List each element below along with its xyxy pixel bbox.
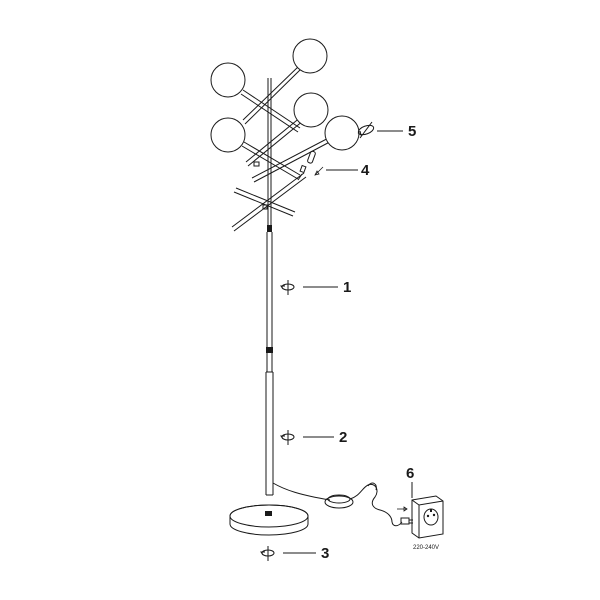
socket-cap xyxy=(253,161,260,167)
arm-2 xyxy=(242,64,303,125)
plug-icon xyxy=(400,517,410,525)
globe-shade xyxy=(293,92,329,128)
part-5-globe-twist: 5 xyxy=(357,121,416,140)
part-6-connect: 6 xyxy=(397,465,414,512)
voltage-label: 220-240V xyxy=(413,545,439,551)
part-1-rotate: 1 xyxy=(280,279,351,296)
arm-7 xyxy=(233,187,296,217)
callout-2: 2 xyxy=(339,429,347,446)
stem-section-2 xyxy=(265,353,274,496)
arm-3 xyxy=(245,111,310,167)
globe-shade xyxy=(210,117,246,153)
bulb-icon xyxy=(307,150,316,164)
lamp-base xyxy=(229,504,309,536)
globe-shade xyxy=(292,38,328,74)
foot-switch xyxy=(324,494,354,509)
globe-shade xyxy=(210,62,246,98)
callout-6: 6 xyxy=(406,465,414,482)
callout-3: 3 xyxy=(321,545,329,562)
globe-shade xyxy=(324,115,360,151)
part-4-bulb: 4 xyxy=(297,150,370,181)
callout-5: 5 xyxy=(408,123,416,140)
wall-socket: 220-240V xyxy=(411,495,444,551)
arm-4 xyxy=(241,141,301,180)
stem-section-1 xyxy=(266,232,273,350)
callout-4: 4 xyxy=(361,162,370,179)
power-cable xyxy=(272,482,403,527)
arm-1 xyxy=(240,89,301,133)
arm-6 xyxy=(231,172,307,232)
joint-connector xyxy=(267,225,272,232)
base-fixing-knob xyxy=(265,511,272,516)
lamp-head xyxy=(210,38,360,232)
arrow-icon xyxy=(314,166,324,176)
callout-1: 1 xyxy=(343,279,351,296)
joint-connector xyxy=(266,347,273,353)
socket-cap xyxy=(262,204,268,210)
part-2-rotate: 2 xyxy=(280,429,347,446)
part-3-rotate: 3 xyxy=(260,545,329,562)
power-plug xyxy=(400,517,413,525)
arm-5 xyxy=(251,131,342,183)
